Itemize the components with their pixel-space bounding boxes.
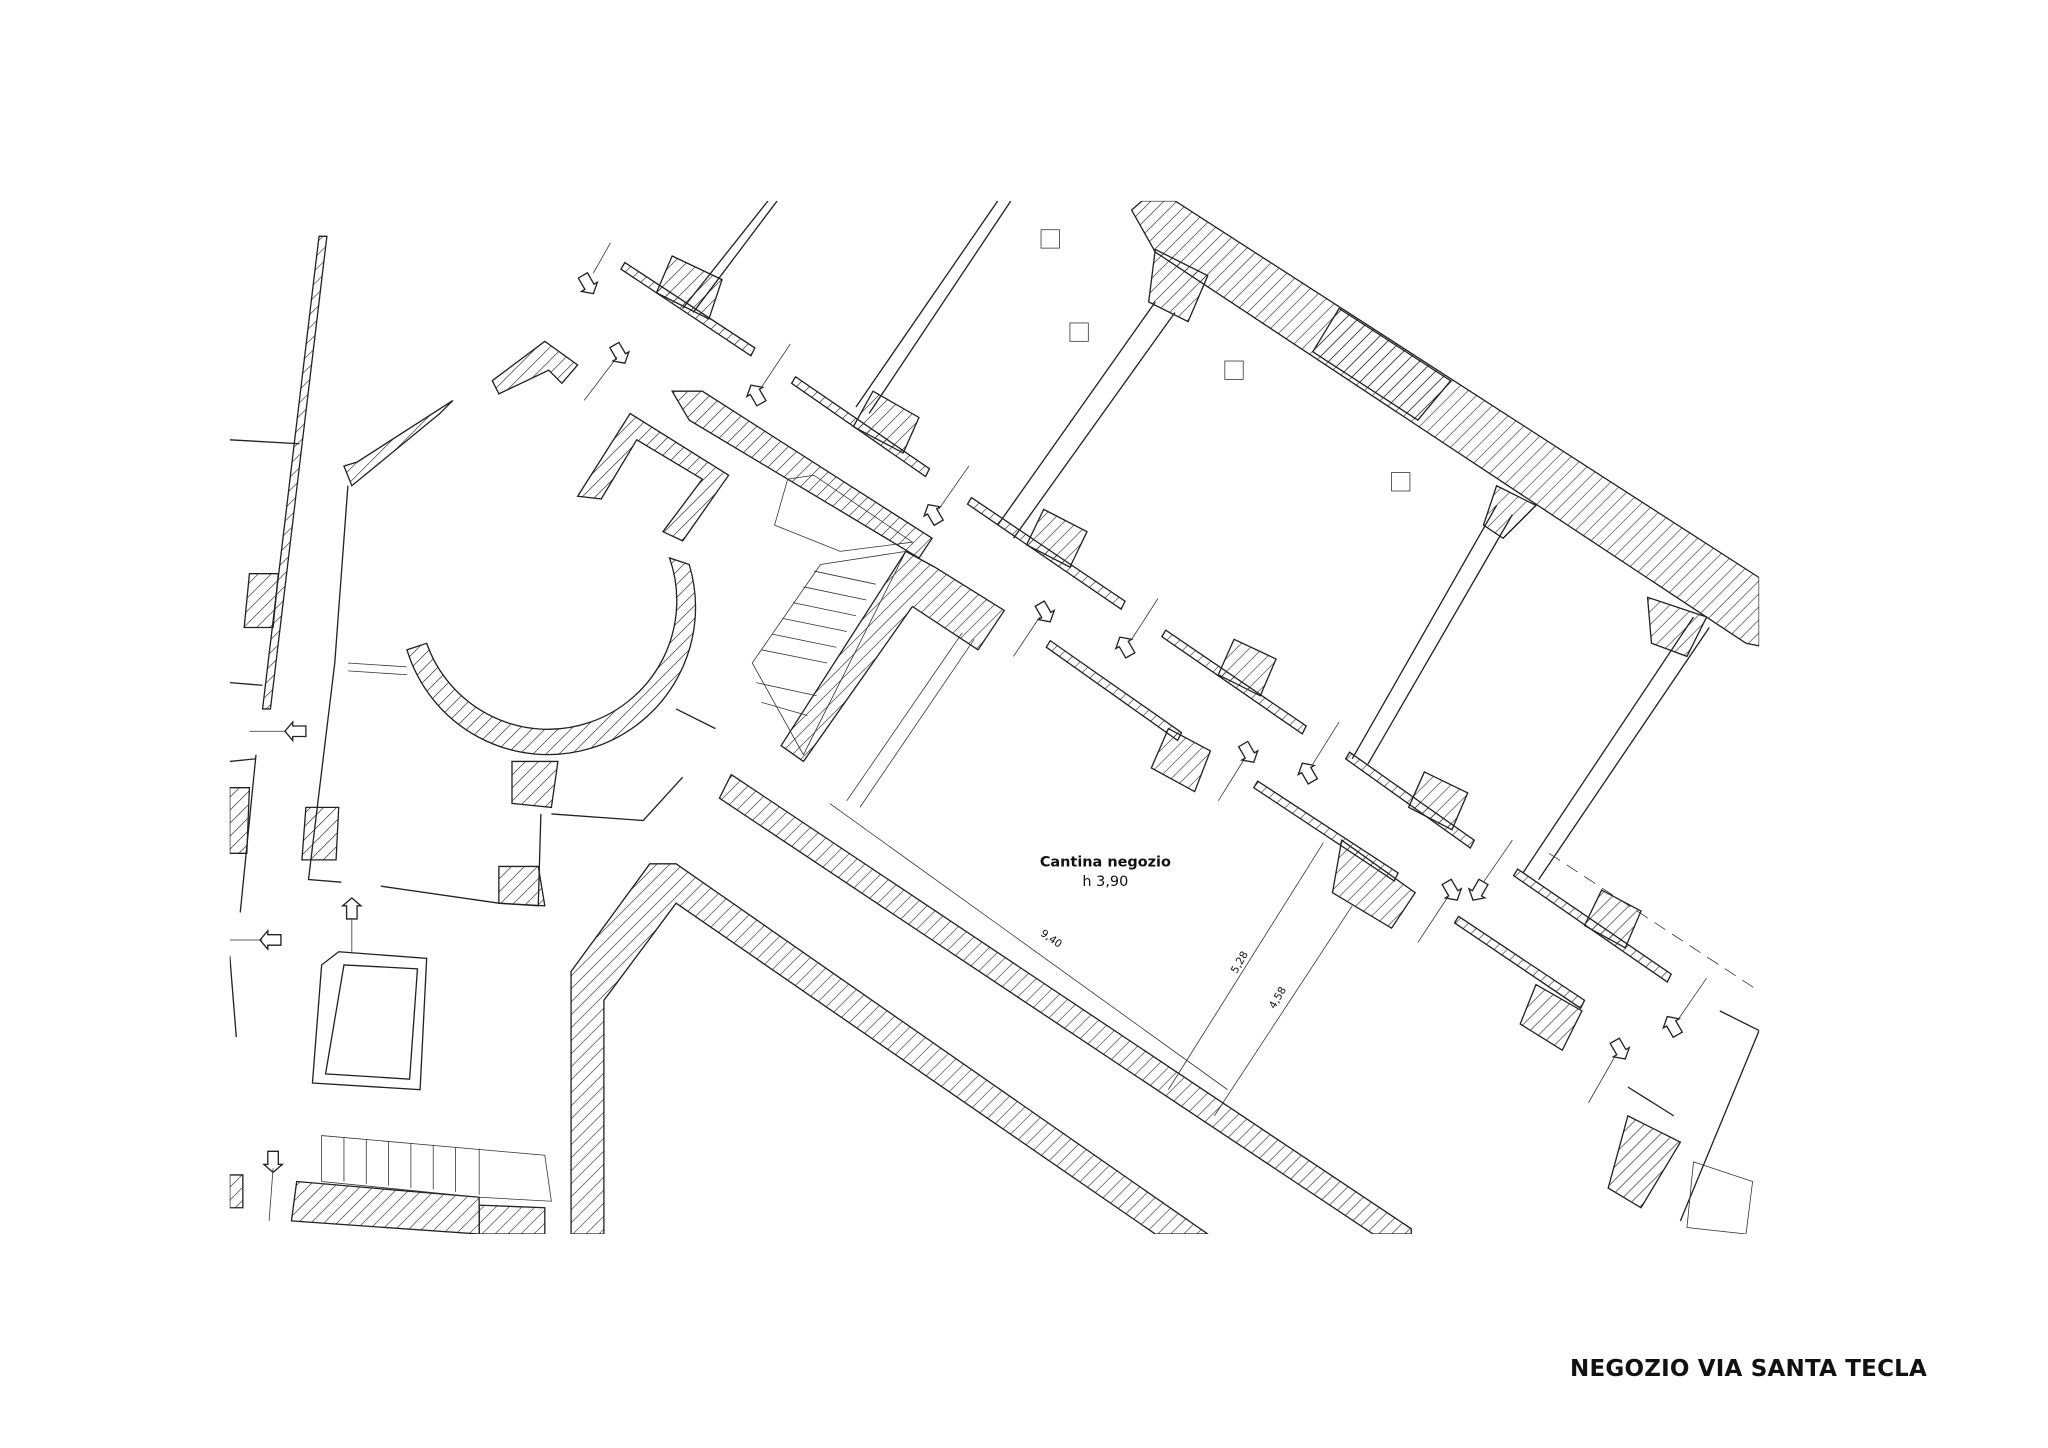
- drawing-title: NEGOZIO VIA SANTA TECLA: [1570, 1356, 1928, 1382]
- room-name-label: Cantina negozio: [1040, 854, 1171, 870]
- dimension-label-width: 5,28: [1229, 949, 1251, 975]
- plan-walls: [229, 200, 1760, 1235]
- dimension-label-length: 9,40: [1038, 927, 1064, 950]
- room-height-label: h 3,90: [1082, 874, 1128, 890]
